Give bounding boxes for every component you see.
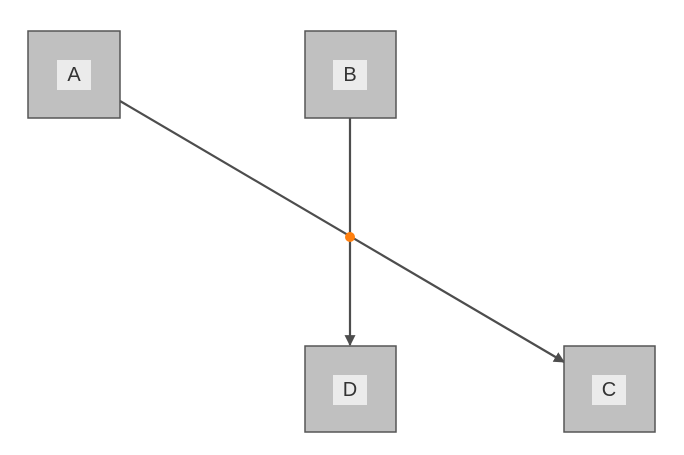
node-b-label-background <box>333 60 367 90</box>
node-c-label: C <box>602 379 616 401</box>
edge-crossing-marker <box>345 232 355 242</box>
node-c[interactable]: C <box>563 345 656 433</box>
node-d-label: D <box>343 379 357 401</box>
node-a-label-background <box>57 60 91 90</box>
node-b[interactable]: B <box>304 30 397 119</box>
node-c-label-background <box>592 375 626 405</box>
edge-a-to-c[interactable] <box>119 100 565 363</box>
node-a-label: A <box>67 64 81 86</box>
node-b-label: B <box>343 64 356 86</box>
node-d-label-background <box>333 375 367 405</box>
node-d[interactable]: D <box>304 345 397 433</box>
node-a[interactable]: A <box>27 30 121 119</box>
